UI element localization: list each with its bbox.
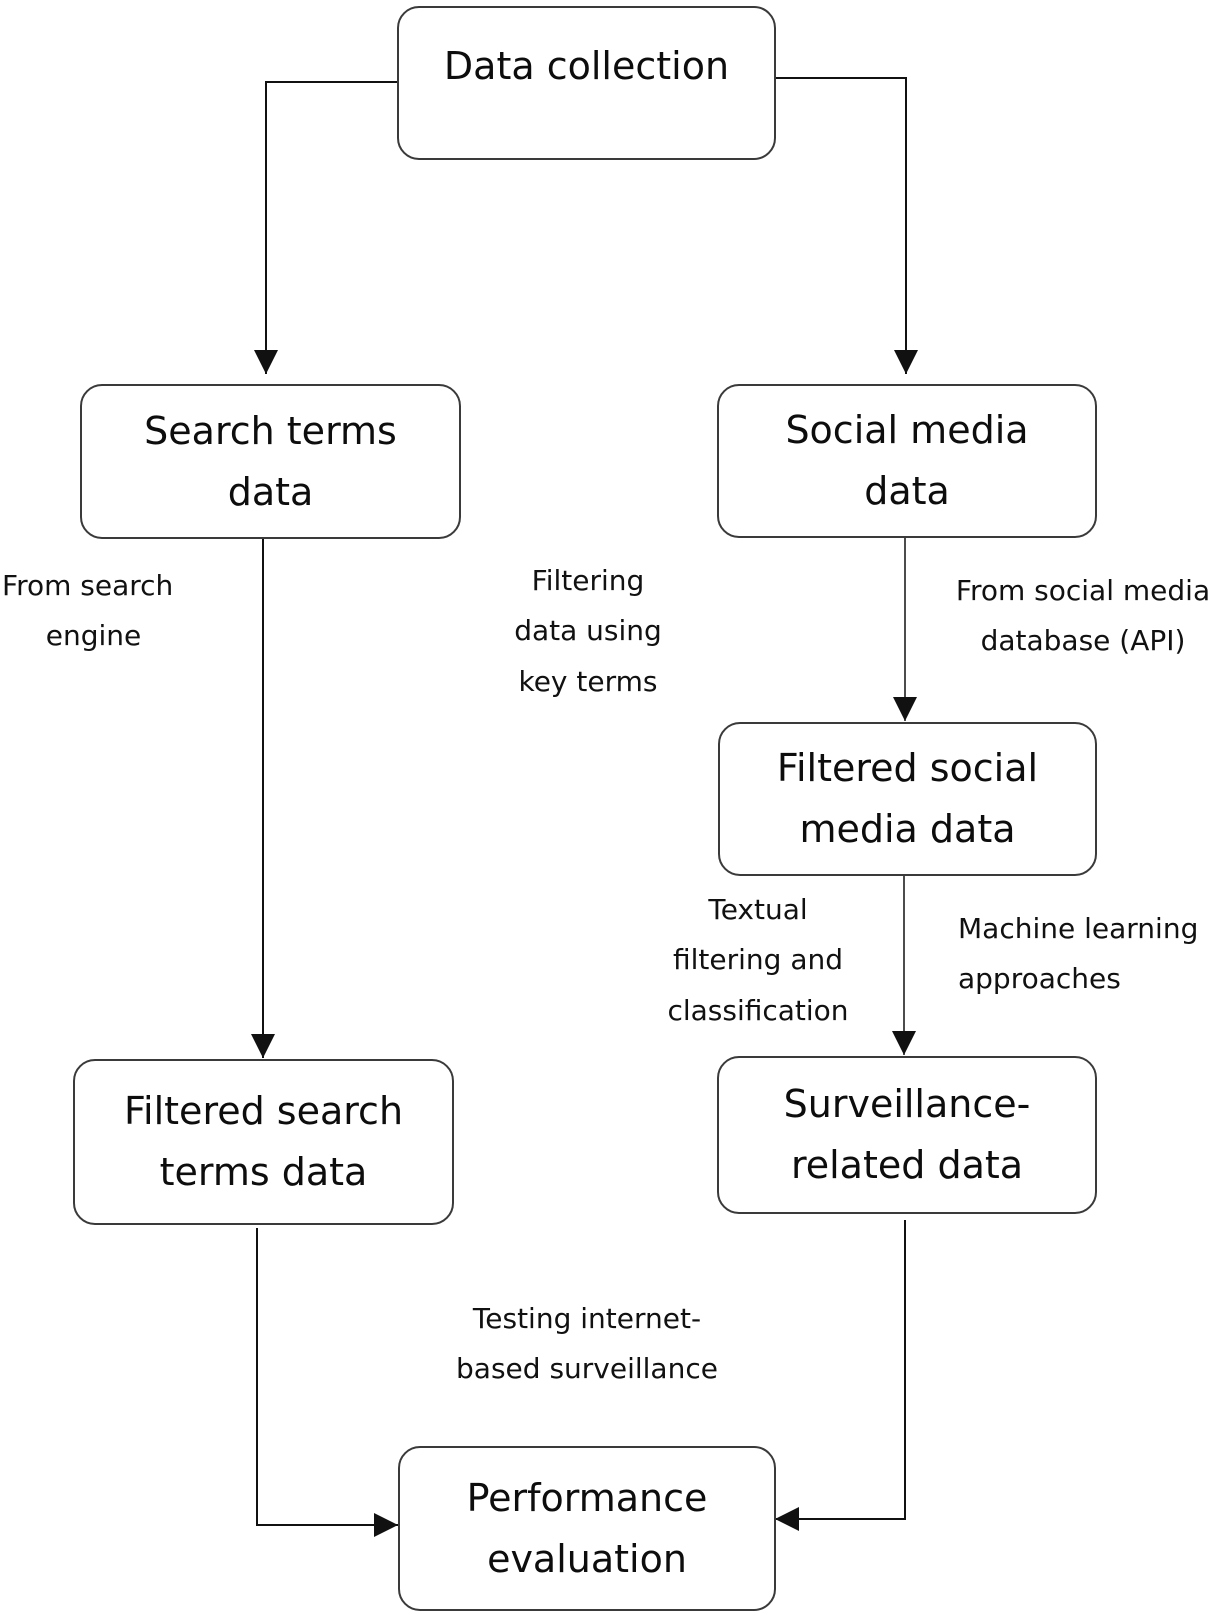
node-search-terms-data: Search terms data — [80, 384, 461, 539]
label-from-social-media-api-line-2: database (API) — [980, 624, 1186, 658]
node-filtered-search-terms-data: Filtered search terms data — [73, 1059, 454, 1225]
node-surveillance-related-data: Surveillance- related data — [717, 1056, 1097, 1214]
node-surveillance-line-1: Surveillance- — [783, 1082, 1031, 1127]
label-testing-surveillance-line-1: Testing internet- — [472, 1302, 702, 1335]
node-performance-evaluation: Performance evaluation — [398, 1446, 776, 1611]
label-from-social-media-api: From social media database (API) — [943, 566, 1223, 667]
label-machine-learning-line-1: Machine learning — [958, 912, 1199, 945]
label-textual-filtering-classification: Textual filtering and classification — [648, 885, 868, 1036]
node-social-media-line-1: Social media — [785, 408, 1029, 453]
arrow-collection-to-search-terms — [254, 81, 398, 374]
label-filtering-key-terms: Filtering data using key terms — [488, 556, 688, 707]
node-data-collection-line-1: Data collection — [443, 44, 730, 88]
arrow-collection-to-social-media — [773, 77, 918, 374]
label-filtering-key-terms-line-3: key terms — [518, 664, 658, 698]
label-from-social-media-api-line-1: From social media — [955, 574, 1211, 607]
node-performance-line-2: evaluation — [487, 1536, 687, 1581]
node-filtered-social-line-1: Filtered social — [776, 746, 1039, 791]
node-filtered-search-line-1: Filtered search — [123, 1089, 404, 1134]
node-surveillance-line-2: related data — [790, 1143, 1024, 1187]
label-textual-filtering-line-1: Textual — [708, 893, 808, 926]
node-social-media-data: Social media data — [717, 384, 1097, 538]
node-data-collection: Data collection — [397, 6, 776, 160]
label-testing-internet-surveillance: Testing internet- based surveillance — [437, 1294, 737, 1395]
label-from-search-engine-line-1: From search — [2, 569, 174, 602]
label-machine-learning-approaches: Machine learning approaches — [958, 904, 1224, 1005]
label-from-search-engine: From search engine — [2, 561, 202, 662]
node-search-terms-line-2: data — [227, 469, 314, 514]
label-filtering-key-terms-line-2: data using — [514, 614, 662, 648]
label-textual-filtering-line-2: filtering and — [672, 943, 843, 977]
node-filtered-search-line-2: terms data — [159, 1150, 368, 1194]
arrow-filtered-search-to-performance — [256, 1228, 398, 1537]
label-textual-filtering-line-3: classification — [667, 993, 849, 1027]
label-machine-learning-line-2: approaches — [958, 962, 1121, 996]
label-testing-surveillance-line-2: based surveillance — [456, 1352, 718, 1386]
label-filtering-key-terms-line-1: Filtering — [531, 564, 645, 597]
label-from-search-engine-line-2: engine — [45, 619, 142, 653]
node-search-terms-line-1: Search terms — [144, 408, 397, 453]
arrow-surveillance-to-performance — [775, 1220, 906, 1531]
node-performance-line-1: Performance — [466, 1475, 708, 1520]
node-filtered-social-media-data: Filtered social media data — [718, 722, 1097, 876]
node-social-media-line-2: data — [864, 469, 950, 513]
node-filtered-social-line-2: media data — [799, 807, 1016, 851]
